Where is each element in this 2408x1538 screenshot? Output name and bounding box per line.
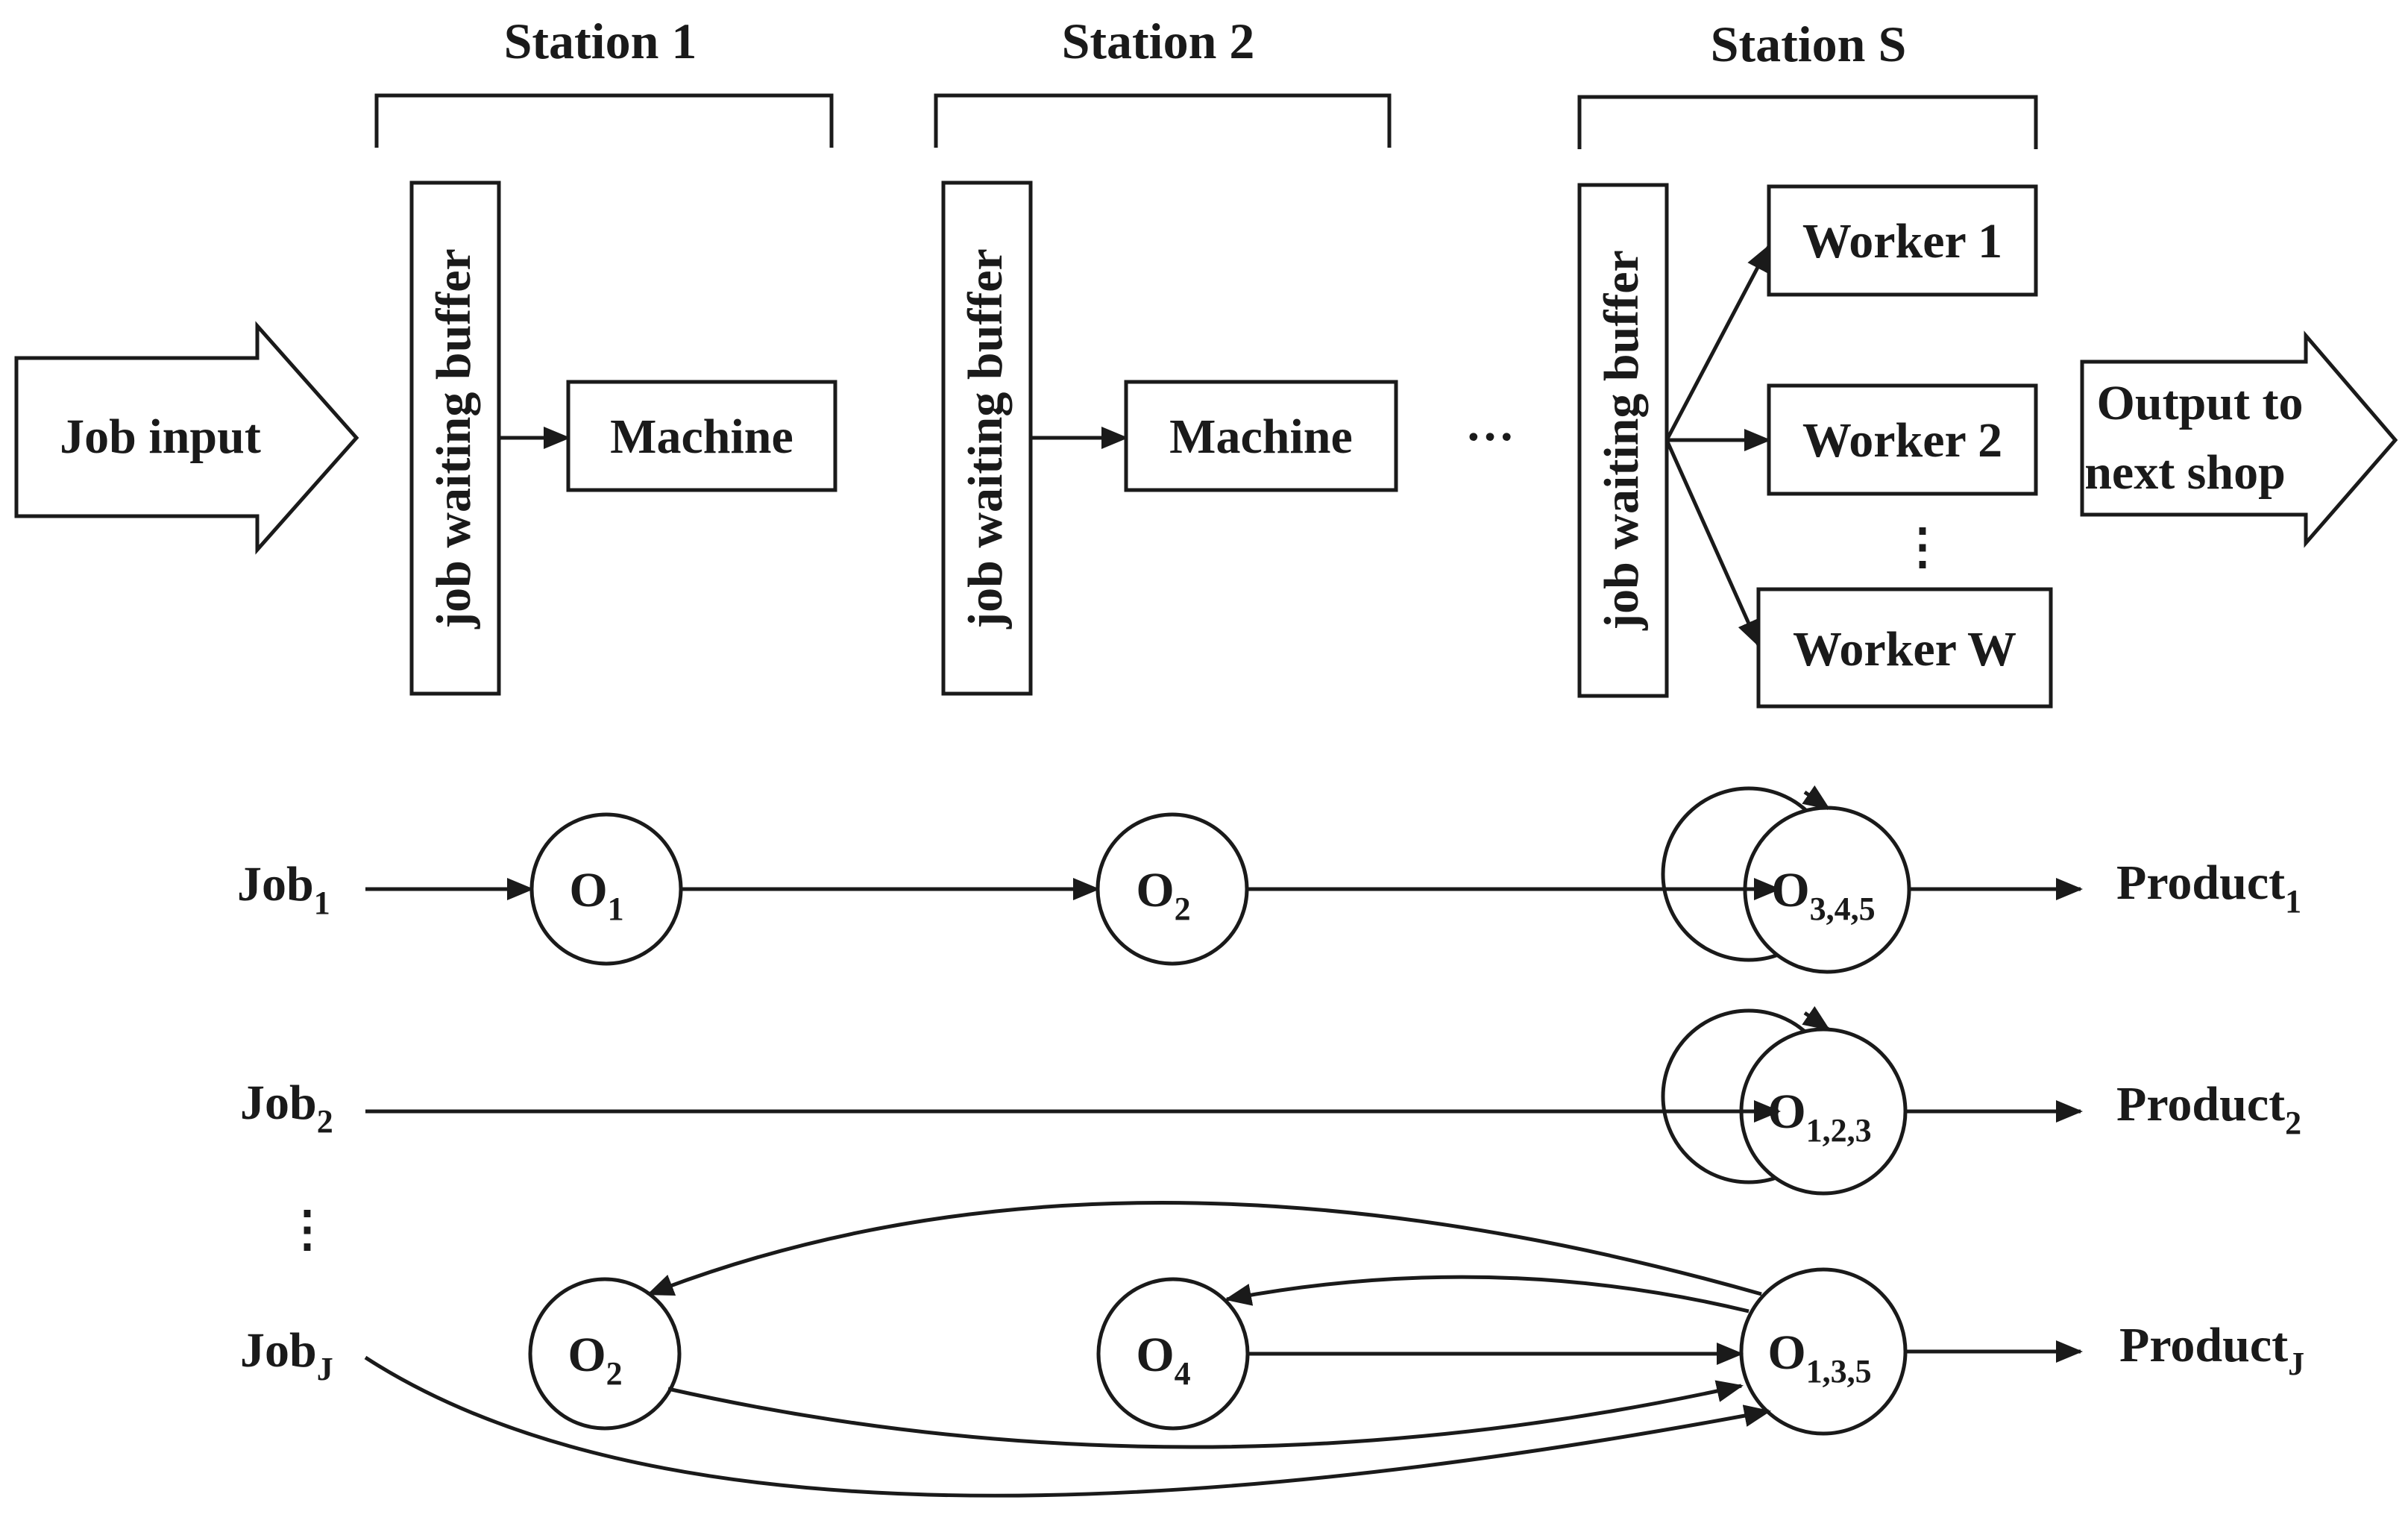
job-j-op-o135-label: O1,3,5 <box>1767 1325 1871 1390</box>
worker-1-box <box>1767 184 2038 297</box>
job-j-op-o4-label: O4 <box>1136 1328 1190 1392</box>
job-1-op-o2-label: O2 <box>1136 863 1190 927</box>
worker-2-label: Worker 2 <box>1802 413 2002 468</box>
station-2-header: Station 2 <box>934 13 1392 148</box>
station-1-machine-label: Machine <box>610 409 793 464</box>
station-s-header: Station S <box>1577 16 2038 149</box>
workers-vellipsis: ⋮ <box>1898 520 1947 574</box>
station-2-buffer <box>941 181 1033 696</box>
job-1-label: Job1 <box>237 857 330 921</box>
job-j-route: JobJ O2 O4 O1,3,5 ProductJ <box>240 1201 2304 1498</box>
product-2-label: Product2 <box>2116 1077 2301 1141</box>
station-1-title: Station 1 <box>504 13 697 69</box>
job-2-route: Job2 O1,2,3 Product2 <box>240 1005 2301 1196</box>
job-j-to-o135-arrow <box>364 1355 1771 1498</box>
product-j-label: ProductJ <box>2119 1318 2304 1382</box>
station-s-title: Station S <box>1711 16 1907 72</box>
station-1-header: Station 1 <box>374 13 834 148</box>
job-1-op-o345-label: O3,4,5 <box>1771 863 1875 927</box>
o123-loop-arrow <box>1802 1005 1831 1032</box>
o135-to-o2-arrow <box>647 1201 1762 1296</box>
station-2: job waiting buffer Machine <box>941 181 1398 696</box>
station-2-machine <box>1124 380 1398 492</box>
worker-w-label: Worker W <box>1793 622 2016 677</box>
station-2-title: Station 2 <box>1062 13 1255 69</box>
station-2-machine-label: Machine <box>1169 409 1353 464</box>
station-2-buffer-label: job waiting buffer <box>958 248 1013 630</box>
station-1-buffer-label: job waiting buffer <box>427 248 481 630</box>
station-1-buffer <box>409 181 501 696</box>
output-label-line2: next shop <box>2084 445 2286 500</box>
station-1-bracket <box>374 93 834 148</box>
job-2-label: Job2 <box>240 1076 333 1140</box>
job-j-op-o2 <box>528 1277 682 1431</box>
worker-2-box <box>1767 383 2038 496</box>
station-1: job waiting buffer Machine <box>409 181 837 696</box>
output-label-line1: Output to <box>2097 376 2304 430</box>
job-j-label: JobJ <box>240 1323 333 1387</box>
o135-to-o4-arrow <box>1225 1275 1750 1313</box>
worker-w-box <box>1756 587 2053 709</box>
jobs-vellipsis: ⋮ <box>283 1202 332 1257</box>
job-input-arrow: Job input <box>14 321 359 555</box>
o2-to-o135-arrow <box>667 1380 1744 1449</box>
station-2-bracket <box>934 93 1392 148</box>
product-1-label: Product1 <box>2116 856 2301 920</box>
job-1-op-o1-label: O1 <box>569 863 623 927</box>
station-1-machine <box>566 380 837 492</box>
output-arrow: Output to next shop <box>2080 330 2398 548</box>
buffer-to-worker-w-arrow <box>1664 439 1761 647</box>
job-j-op-o2-label: O2 <box>568 1328 622 1392</box>
o345-loop-arrow <box>1802 785 1831 811</box>
station-s: job waiting buffer Worker 1 Worker 2 ⋮ W… <box>1577 183 2053 709</box>
buffer-to-worker-1-arrow <box>1664 244 1771 442</box>
job-2-op-o123-label: O1,2,3 <box>1767 1085 1871 1149</box>
job-1-route: Job1 O1 O2 O3,4,5 Product1 <box>237 785 2301 974</box>
job-input-label: Job input <box>60 409 261 464</box>
job-j-op-o135 <box>1739 1267 1908 1436</box>
worker-1-label: Worker 1 <box>1802 214 2002 269</box>
station-s-buffer-label: job waiting buffer <box>1594 250 1649 631</box>
station-s-bracket <box>1577 95 2038 149</box>
stations-ellipsis: … <box>1465 397 1515 451</box>
